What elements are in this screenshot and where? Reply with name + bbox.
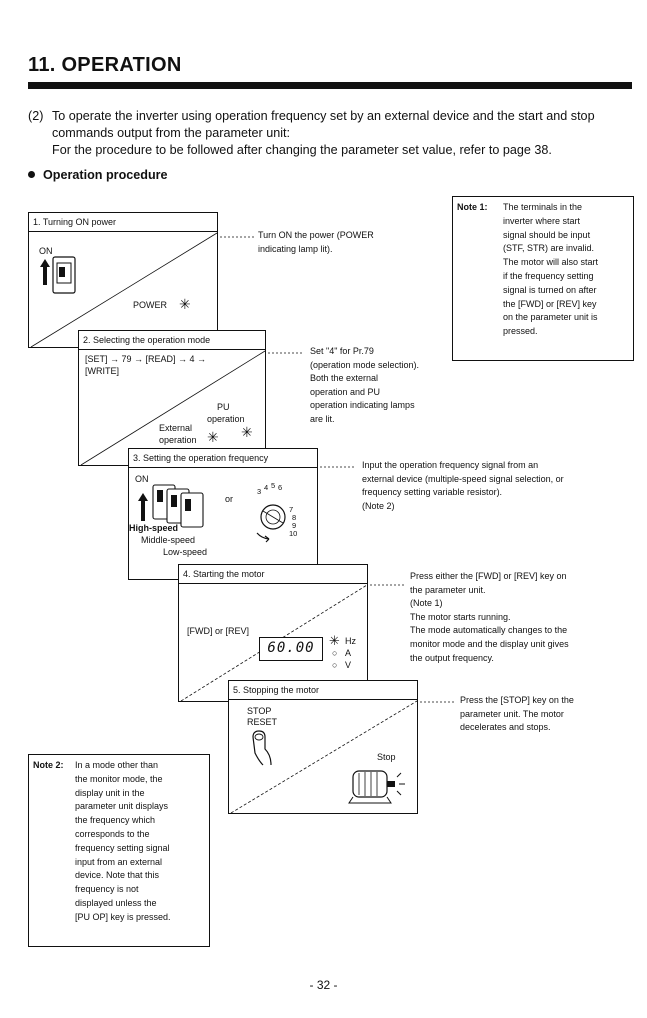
frequency-display: 60.00	[259, 637, 323, 661]
step-1-diagonal	[30, 232, 218, 348]
step-2-box: 2. Selecting the operation mode [SET] → …	[78, 330, 266, 466]
page-number: - 32 -	[309, 978, 338, 992]
leader-3	[320, 466, 356, 468]
step-2-keys: [SET] → 79 → [READ] → 4 →[WRITE]	[85, 354, 207, 376]
leader-1	[220, 236, 256, 238]
step-4-title: 4. Starting the motor	[179, 565, 367, 584]
high-speed-label: High-speed	[129, 523, 179, 533]
step-2-title: 2. Selecting the operation mode	[79, 331, 265, 350]
external-label: External	[159, 423, 193, 433]
fwd-rev-keys: [FWD] or [REV]	[187, 626, 250, 636]
external-lamp-icon: ✳	[207, 429, 219, 445]
motor-icon	[348, 770, 405, 804]
speed-labels: High-speed Middle-speed Low-speed	[129, 522, 239, 558]
middle-speed-label: Middle-speed	[141, 535, 196, 545]
dial-number-3: 3	[257, 487, 262, 496]
step-2-description: Set "4" for Pr.79(operation mode selecti…	[310, 346, 420, 424]
step-1-title: 1. Turning ON power	[29, 213, 217, 232]
a-label: A	[345, 648, 352, 658]
power-switch-icon	[40, 256, 76, 294]
leader-5	[420, 701, 456, 703]
intro-paragraph-2: For the procedure to be followed after c…	[52, 143, 552, 157]
dial-number-9: 9	[292, 521, 297, 530]
or-label: or	[225, 494, 234, 504]
dial-number-10: 10	[289, 529, 298, 538]
intro-number: (2)	[28, 109, 44, 123]
step-1-on-label: ON	[39, 246, 53, 256]
leader-2	[268, 352, 304, 354]
step-3-box: 3. Setting the operation frequency ON or…	[128, 448, 318, 580]
a-lamp-icon: ○	[332, 648, 338, 658]
external-operation-label: operation	[159, 435, 197, 445]
title-rule	[28, 82, 632, 89]
stop-label: Stop	[377, 752, 396, 762]
section-title: 11. OPERATION	[28, 54, 182, 76]
note-2-label: Note 2:	[33, 760, 64, 770]
step-5-box: 5. Stopping the motor STOP RESET Stop	[228, 680, 418, 814]
pressing-finger-icon	[252, 730, 272, 766]
hz-lamp-icon: ✳	[329, 633, 340, 648]
step-5-diagonal	[230, 700, 418, 814]
variable-resistor-icon	[256, 504, 286, 543]
low-speed-label: Low-speed	[163, 547, 208, 557]
step-1-box: 1. Turning ON power ON POWER ✳	[28, 212, 218, 348]
v-label: V	[345, 660, 352, 670]
procedure-heading: Operation procedure	[28, 168, 168, 182]
v-lamp-icon: ○	[332, 660, 338, 670]
dial-number-5: 5	[271, 481, 276, 490]
pu-operation-label: operation	[207, 414, 245, 424]
procedure-heading-text: Operation procedure	[43, 168, 168, 182]
pu-lamp-icon: ✳	[241, 424, 253, 440]
dial-number-8: 8	[292, 513, 297, 522]
step-4-diagonal	[180, 584, 368, 702]
power-label: POWER	[133, 300, 168, 310]
step-4-box: 4. Starting the motor [FWD] or [REV] 60.…	[178, 564, 368, 702]
bullet-icon	[28, 171, 35, 179]
dial-number-6: 6	[278, 483, 283, 492]
power-lamp-icon: ✳	[179, 296, 191, 312]
hz-label: Hz	[345, 636, 356, 646]
step-3-title: 3. Setting the operation frequency	[129, 449, 317, 468]
step-2-diagonal	[80, 350, 266, 466]
reset-key-label: RESET	[247, 717, 278, 727]
stop-key-label: STOP	[247, 706, 272, 716]
leader-4	[370, 584, 406, 586]
pu-label: PU	[217, 402, 230, 412]
note-1-label: Note 1:	[457, 202, 488, 212]
intro-text: (2) To operate the inverter using operat…	[28, 108, 634, 159]
intro-paragraph-1: To operate the inverter using operation …	[52, 109, 595, 140]
dial-number-7: 7	[289, 505, 294, 514]
dial-number-4: 4	[264, 483, 269, 492]
step-3-description: Input the operation frequency signal fro…	[362, 460, 564, 511]
step-3-on-label: ON	[135, 474, 149, 484]
speed-switch-icon	[138, 484, 204, 528]
step-5-title: 5. Stopping the motor	[229, 681, 417, 700]
